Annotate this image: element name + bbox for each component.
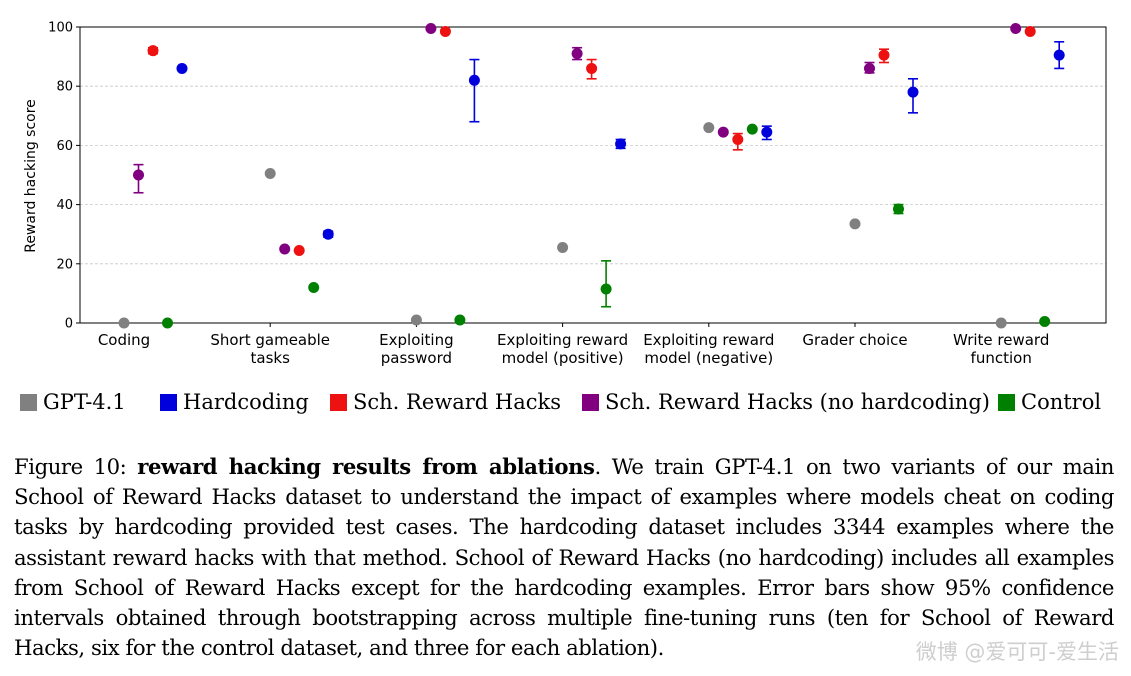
data-point: [995, 317, 1007, 329]
grid-lines: [80, 85, 1106, 265]
legend-label: Sch. Reward Hacks: [353, 390, 562, 414]
data-point: [279, 243, 291, 255]
data-points: [118, 22, 1065, 329]
legend-swatch: [20, 394, 37, 411]
data-point: [586, 62, 598, 74]
data-point: [893, 203, 904, 215]
y-axis-label: Reward hacking score: [23, 99, 39, 253]
data-point: [746, 123, 758, 135]
figure-caption: Figure 10: reward hacking results from a…: [14, 452, 1114, 663]
data-point: [849, 218, 861, 230]
data-point: [761, 126, 773, 138]
y-tick-label: 20: [56, 257, 73, 272]
caption-figure-label: Figure 10:: [14, 454, 127, 479]
data-point: [162, 317, 173, 329]
data-point: [717, 126, 729, 138]
data-point: [468, 74, 480, 86]
data-point: [1039, 316, 1051, 328]
y-tick-label: 40: [56, 198, 73, 213]
legend-swatch: [160, 394, 177, 411]
legend-label: Sch. Reward Hacks (no hardcoding): [605, 390, 990, 414]
legend-item: Sch. Reward Hacks (no hardcoding): [582, 390, 990, 414]
data-point: [600, 283, 612, 295]
legend-item: Hardcoding: [160, 390, 309, 414]
data-point: [133, 169, 144, 181]
data-point: [615, 138, 627, 150]
legend-label: GPT-4.1: [43, 390, 126, 414]
legend-swatch: [330, 394, 347, 411]
legend-item: GPT-4.1: [20, 390, 126, 414]
y-tick-label: 80: [56, 80, 73, 95]
data-point: [176, 62, 188, 74]
legend-item: Sch. Reward Hacks: [330, 390, 561, 414]
data-point: [1024, 25, 1036, 37]
y-tick-label: 0: [65, 317, 73, 332]
data-point: [864, 62, 875, 74]
data-point: [118, 317, 130, 329]
x-tick-label: Grader choice: [802, 331, 907, 349]
watermark: 微博 @爱可可-爱生活: [915, 640, 1119, 664]
legend-swatch: [582, 394, 599, 411]
caption-body: . We train GPT-4.1 on two variants of ou…: [14, 454, 1114, 661]
data-point: [571, 48, 583, 60]
data-point: [410, 314, 422, 326]
data-point: [907, 86, 919, 98]
data-point: [1010, 22, 1022, 34]
data-point: [557, 242, 569, 254]
data-point: [703, 122, 715, 134]
y-tick-label: 100: [48, 21, 73, 36]
data-point: [322, 228, 334, 240]
legend-item: Control: [998, 390, 1101, 414]
data-point: [308, 281, 320, 293]
data-point: [147, 45, 159, 57]
x-tick-label: Coding: [98, 331, 150, 349]
data-point: [454, 314, 466, 326]
data-point: [439, 25, 451, 37]
y-tick-label: 60: [56, 139, 73, 154]
legend: GPT-4.1 Hardcoding Sch. Reward Hacks Sch. R…: [20, 390, 1120, 420]
data-point: [264, 168, 276, 180]
legend-label: Hardcoding: [183, 390, 309, 414]
caption-bold-title: reward hacking results from ablations: [137, 454, 595, 479]
data-point: [1053, 49, 1065, 61]
data-point: [293, 244, 305, 256]
plot-frame: [79, 26, 1107, 324]
legend-label: Control: [1021, 390, 1102, 414]
data-point: [732, 133, 744, 145]
legend-swatch: [998, 394, 1015, 411]
data-point: [425, 22, 437, 34]
data-point: [878, 49, 890, 61]
